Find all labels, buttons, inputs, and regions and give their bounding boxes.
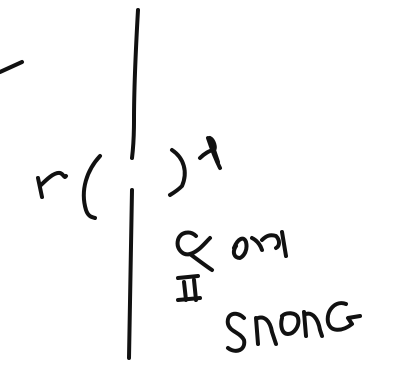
open-paren xyxy=(81,154,102,220)
double-bar-symbol xyxy=(176,274,202,302)
scribble-word xyxy=(231,230,288,260)
letter-r xyxy=(36,170,68,199)
vertical-divider-line-top xyxy=(130,8,140,160)
close-paren xyxy=(168,148,187,197)
proportional-symbol xyxy=(175,230,214,272)
exponent-lambda xyxy=(198,136,222,170)
strong-word xyxy=(225,301,362,353)
left-edge-dash xyxy=(0,60,24,74)
vertical-divider-line-bottom xyxy=(127,188,134,360)
